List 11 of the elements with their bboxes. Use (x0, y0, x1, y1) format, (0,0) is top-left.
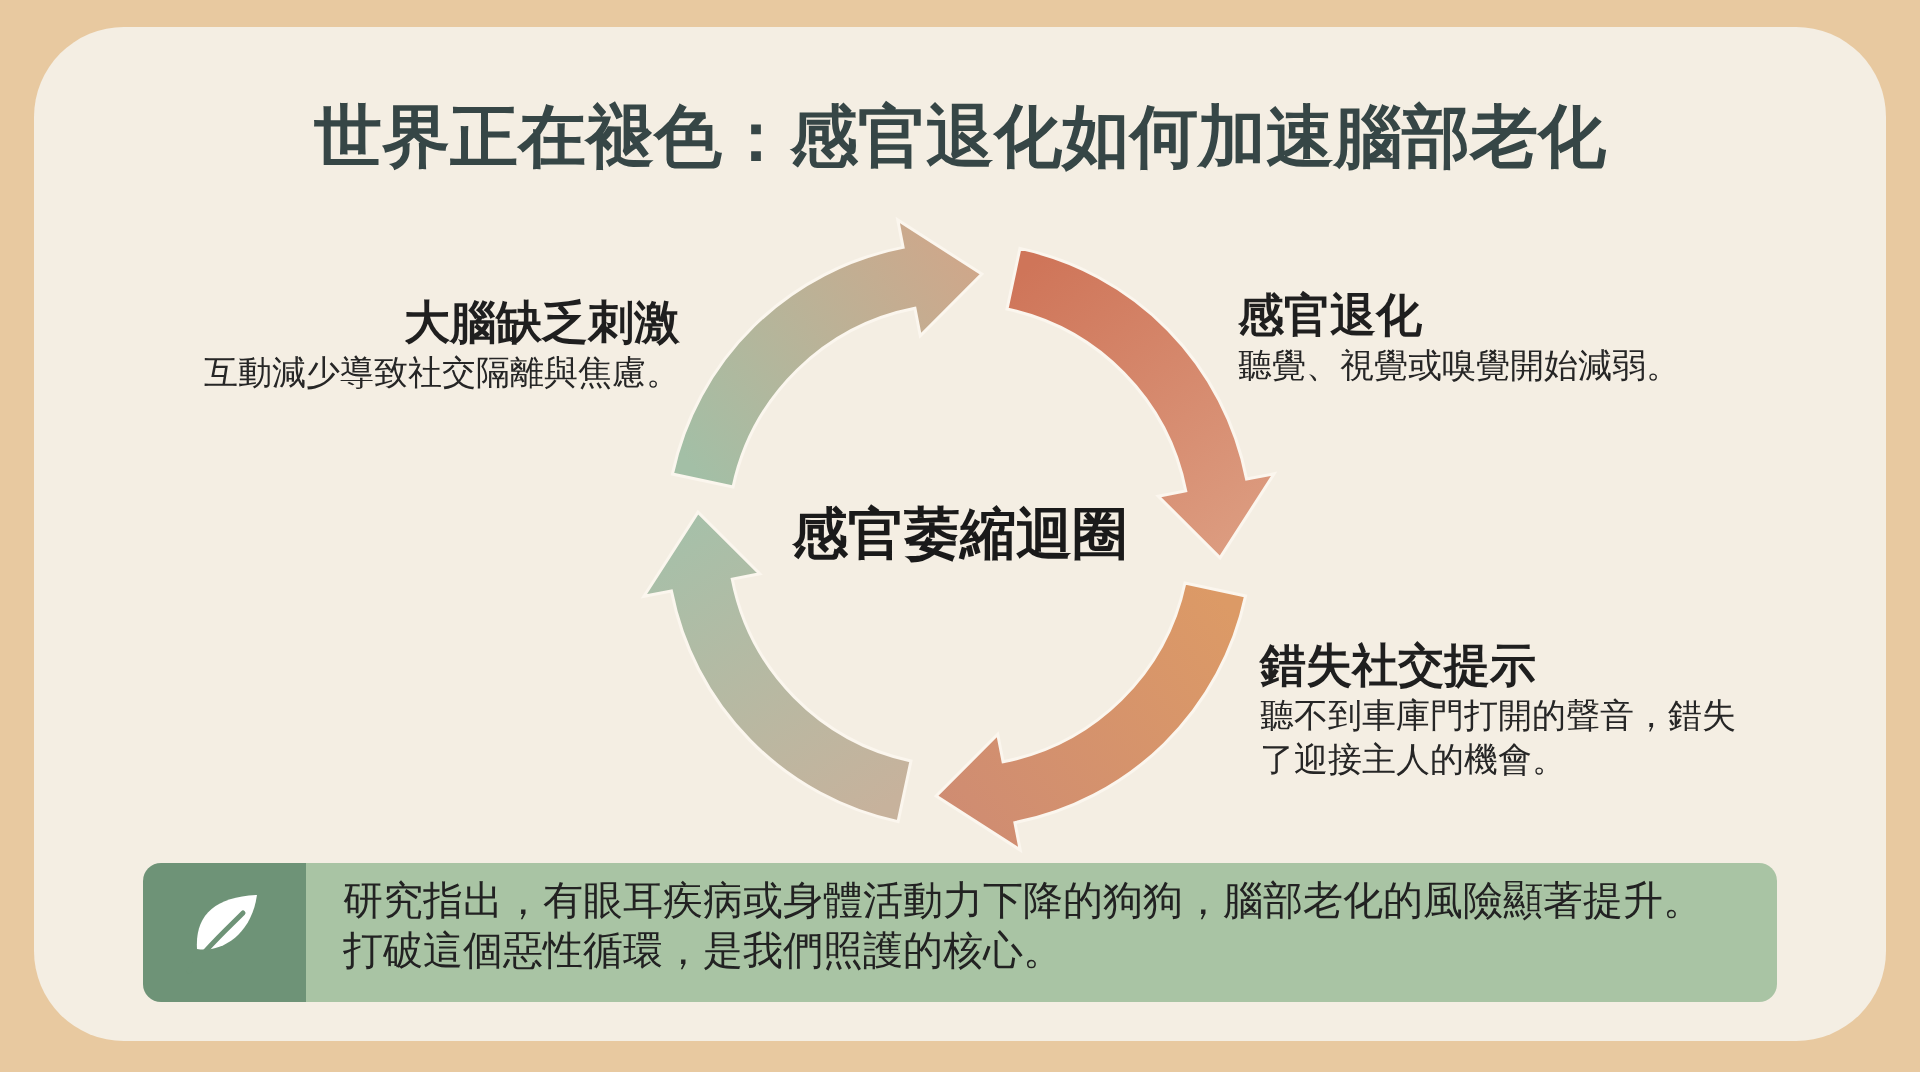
heading: 大腦缺乏刺激 (404, 295, 680, 351)
description: 聽覺、視覺或嗅覺開始減弱。 (1238, 344, 1680, 388)
description: 聽不到車庫門打開的聲音，錯失了迎接主人的機會。 (1260, 694, 1737, 782)
note-banner (143, 863, 1777, 1002)
heading: 錯失社交提示 (1260, 638, 1536, 694)
cycle-label: 感官萎縮迴圈 (792, 500, 1128, 568)
heading: 感官退化 (1238, 288, 1422, 344)
note-text: 打破這個惡性循環，是我們照護的核心。 (343, 926, 1063, 975)
slide-title: 世界正在褪色：感官退化如何加速腦部老化 (313, 96, 1607, 178)
note-text: 研究指出，有眼耳疾病或身體活動力下降的狗狗，腦部老化的風險顯著提升。 (343, 876, 1703, 925)
description: 互動減少導致社交隔離與焦慮。 (204, 351, 680, 395)
